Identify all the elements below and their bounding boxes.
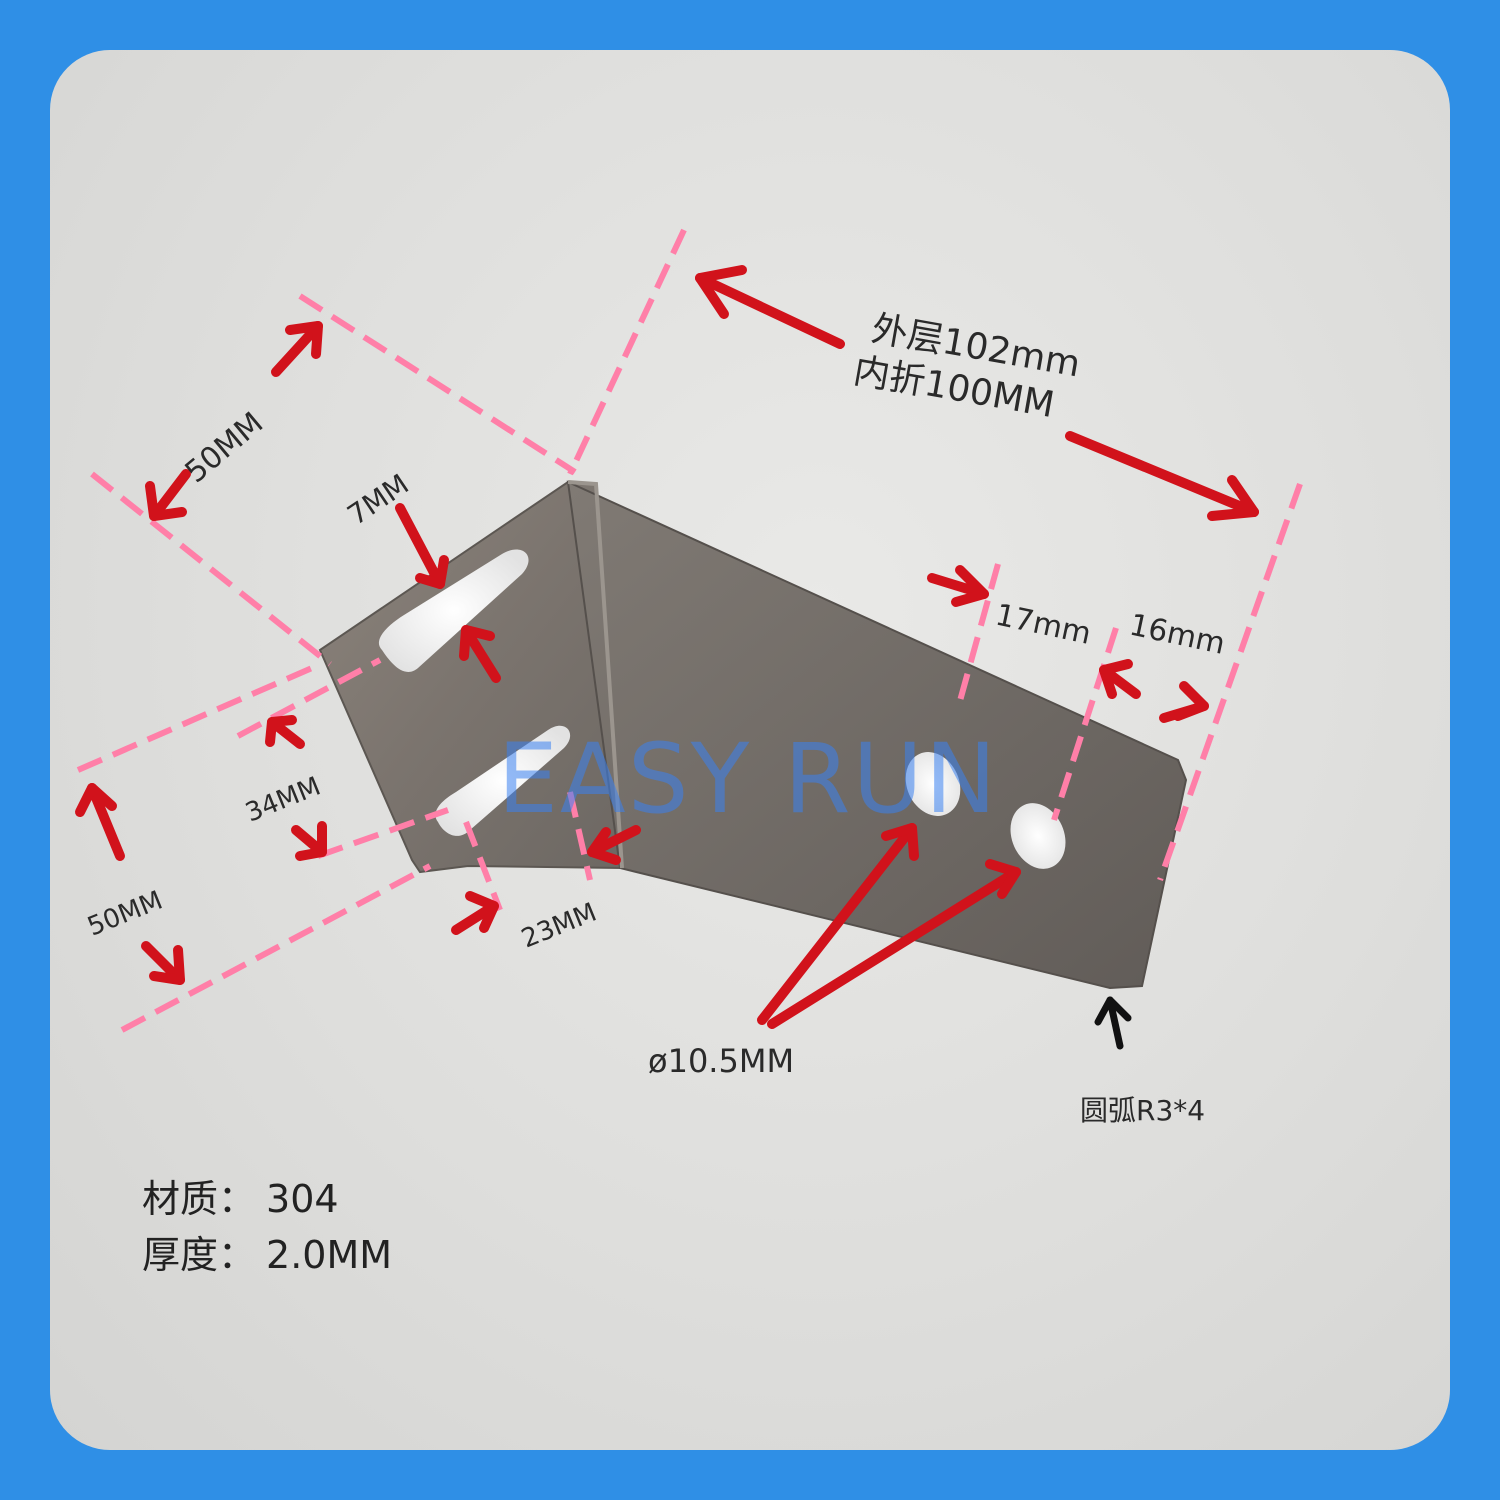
guide-hole-1 [955,563,1001,709]
arrow-top-width-up [271,321,323,377]
arrow-length-left [695,265,845,349]
watermark-text: EASY RUN [497,723,998,835]
thickness-label: 厚度： [142,1233,257,1277]
arrow-edge-left [1099,659,1141,699]
material-spec: 材质：304 [142,1168,339,1223]
arrow-hole-diameter-2 [767,859,1021,1029]
arrow-slot-offset-left [451,891,499,935]
label-edge-distance: 16mm [1126,608,1228,662]
label-top-width: 50MM [179,405,270,490]
arrow-slot-width-down [395,503,449,589]
arrow-hole-diameter-1 [757,823,919,1025]
guide-top-vertical [567,228,687,476]
material-value: 304 [266,1177,339,1221]
guide-slot-bottom [316,807,450,859]
guide-left-upper [76,665,314,773]
guide-right-outer [1157,483,1303,881]
round-hole-2 [1010,803,1066,869]
arrow-top-width-down [145,469,191,521]
dimension-arrows [75,265,1259,1029]
guide-hole-2 [1051,627,1119,821]
label-side-width: 50MM [83,885,167,942]
steel-bracket [318,480,1188,990]
arrow-length-right [1065,431,1259,521]
arrow-edge-right [1159,681,1209,723]
material-label: 材质： [142,1177,257,1221]
slot-lower [435,725,571,836]
label-slot-spacing: 34MM [241,771,325,828]
slot-upper [378,549,529,672]
guide-left-lower [120,863,432,1033]
bracket-diagram: EASY RUN 外层102mm 内折100MM 50MM 7MM 17mm 1… [75,228,1303,1127]
label-corner-radius: 圆弧R3*4 [1080,1094,1205,1127]
guide-slot-top [236,657,382,739]
round-hole-1 [905,752,961,816]
guide-top-left [298,293,577,475]
arrow-slot-spacing-up [265,715,305,749]
arrow-slot-spacing-down [291,821,327,861]
arrow-hole-spacing [927,565,989,607]
label-hole-diameter: ø10.5MM [648,1042,794,1080]
guide-slot-offset-a [463,820,503,912]
dimension-guides [76,228,1303,1033]
arrow-side-width-up [75,783,125,861]
thickness-spec: 厚度：2.0MM [142,1224,392,1279]
arrow-corner-radius [1094,996,1132,1050]
label-slot-offset: 23MM [517,897,601,954]
guide-slot-offset-b [567,791,593,881]
arrow-slot-width-up [459,625,501,683]
thickness-value: 2.0MM [266,1233,393,1277]
arrow-side-width-down [141,941,185,985]
product-card: EASY RUN 外层102mm 内折100MM 50MM 7MM 17mm 1… [50,50,1450,1450]
bend-edge [567,480,624,869]
arrow-slot-offset-right [587,825,641,865]
label-hole-spacing: 17mm [992,598,1094,652]
guide-left-diagonal [90,471,332,667]
